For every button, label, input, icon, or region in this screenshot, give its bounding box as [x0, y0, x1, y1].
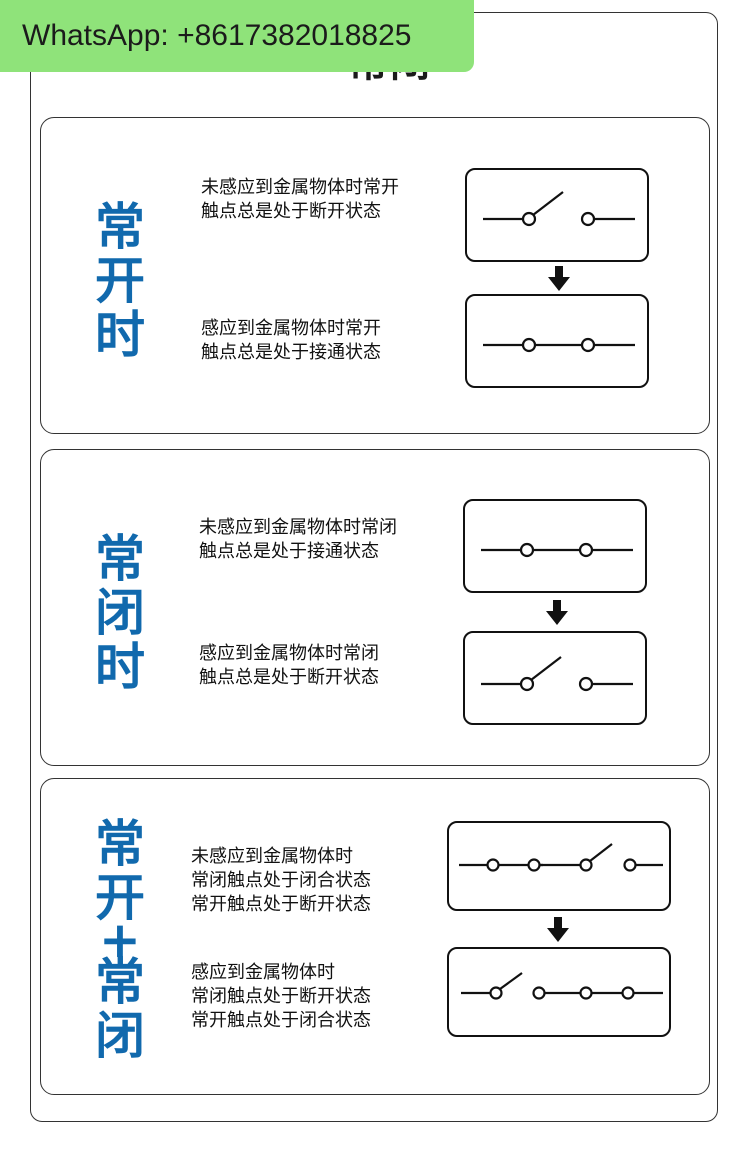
- open-contact-icon: [483, 191, 635, 227]
- state-description: 未感应到金属物体时常开 触点总是处于断开状态: [201, 177, 399, 222]
- whatsapp-badge: WhatsApp: +8617382018825: [0, 0, 474, 72]
- panel-normally-closed: 常 闭 时 未感应到金属物体时常闭 触点总是处于接通状态 感应到金属物体时常闭 …: [40, 449, 710, 766]
- state-description: 感应到金属物体时 常闭触点处于断开状态 常开触点处于闭合状态: [191, 962, 371, 1031]
- open-and-closed-contacts-icon: [461, 972, 663, 1000]
- state-description: 感应到金属物体时常开 触点总是处于接通状态: [201, 318, 381, 363]
- arrow-down-icon: [548, 266, 570, 291]
- closed-contact-icon: [481, 542, 633, 558]
- arrow-down-icon: [547, 917, 569, 942]
- state-description: 未感应到金属物体时 常闭触点处于闭合状态 常开触点处于断开状态: [191, 846, 371, 915]
- panel-open-plus-closed: 常 开 + 常 闭 未感应到金属物体时 常闭触点处于闭合状态 常开触点处于断开状…: [40, 778, 710, 1095]
- dual-contact-diagram-idle: [447, 821, 671, 911]
- vertical-label: 常 开 时: [95, 198, 145, 364]
- dual-contact-diagram-sensing: [447, 947, 671, 1037]
- state-description: 感应到金属物体时常闭 触点总是处于断开状态: [199, 643, 379, 688]
- state-description: 未感应到金属物体时常闭 触点总是处于接通状态: [199, 517, 397, 562]
- switch-open-diagram: [463, 631, 647, 725]
- vertical-label: 常 闭 时: [95, 530, 145, 696]
- closed-contact-icon: [483, 337, 635, 353]
- vertical-label: 常 开 + 常 闭: [95, 815, 145, 1065]
- switch-open-diagram: [465, 168, 649, 262]
- panel-normally-open: 常 开 时 未感应到金属物体时常开 触点总是处于断开状态 感应到金属物体时常开 …: [40, 117, 710, 434]
- open-contact-icon: [481, 656, 633, 692]
- switch-closed-diagram: [463, 499, 647, 593]
- switch-closed-diagram: [465, 294, 649, 388]
- closed-and-open-contacts-icon: [459, 843, 663, 872]
- arrow-down-icon: [546, 600, 568, 625]
